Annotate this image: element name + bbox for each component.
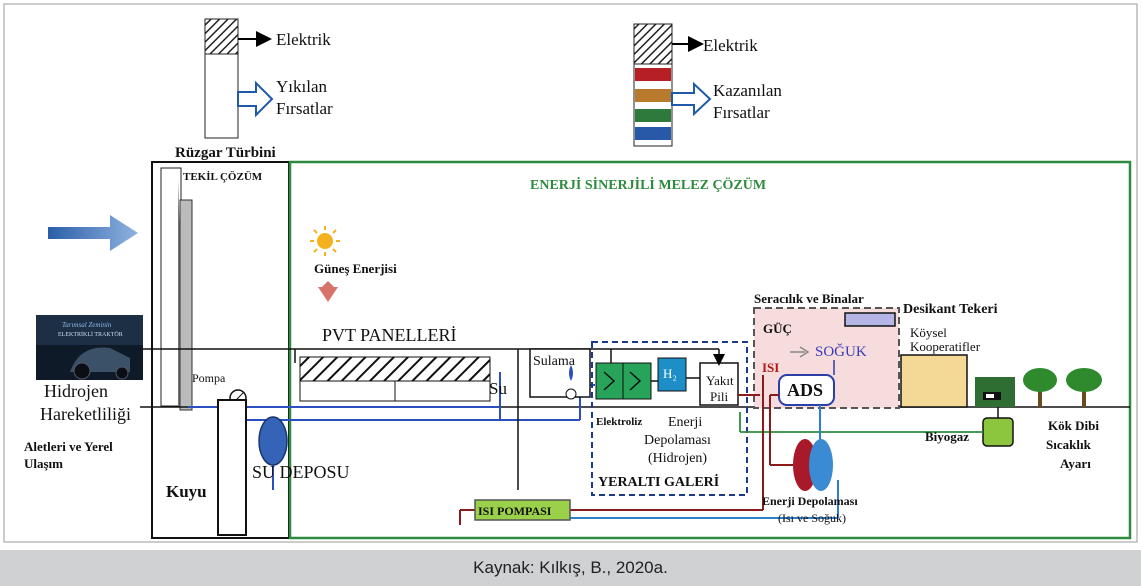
solar-label: Güneş Enerjisi (314, 261, 397, 276)
trees-icon (1023, 368, 1102, 407)
single-solution-title: TEKİL ÇÖZÜM (183, 170, 263, 183)
mobility-line2: Hareketliliği (40, 404, 131, 424)
desiccant-label: Desikant Tekeri (903, 302, 998, 317)
solar-down-arrow-icon (318, 281, 338, 302)
wind-turbine-label: Rüzgar Türbini (175, 145, 276, 161)
hybrid-legend (634, 24, 710, 146)
well-label: Kuyu (166, 482, 207, 501)
root-line3: Ayarı (1060, 456, 1091, 471)
livestock-photo (975, 377, 1015, 407)
cold-label: SOĞUK (815, 343, 867, 360)
ads-label: ADS (787, 380, 823, 400)
single-electric-label: Elektrik (276, 30, 331, 49)
pump-label: Pompa (192, 371, 226, 385)
single-legend (205, 19, 272, 138)
hollow-arrow-icon (672, 84, 710, 114)
pvt-panels (300, 357, 490, 381)
legend-color-bar (635, 68, 671, 81)
biogas-tank (983, 418, 1013, 446)
h-storage-line2: Depolaması (644, 433, 711, 448)
cooperatives-box (901, 355, 967, 407)
irrigation-label: Sulama (533, 354, 576, 369)
water-label: Su (489, 379, 507, 398)
hybrid-electric-label: Elektrik (703, 36, 758, 55)
power-label: GÜÇ (763, 321, 792, 336)
energy-synergy-diagram: Elektrik Yıkılan Fırsatlar Rüzgar Türbin… (0, 0, 1141, 550)
fuel-cell-line1: Yakıt (706, 373, 734, 388)
root-line2: Sıcaklık (1046, 437, 1092, 452)
greenhouse-label: Seracılık ve Binalar (754, 291, 864, 306)
heat-pump-label: ISI POMPASI (478, 504, 552, 518)
wind-arrow-icon (48, 215, 138, 251)
h-storage-line1: Enerji (668, 415, 702, 430)
source-caption: Kaynak: Kılkış, B., 2020a. (0, 550, 1141, 586)
hybrid-solution-title: ENERJİ SİNERJİLİ MELEZ ÇÖZÜM (530, 176, 766, 193)
hc-storage-line2: (Isı ve Soğuk) (778, 511, 846, 525)
lost-opps-line1: Yıkılan (276, 77, 327, 96)
sun-icon (310, 226, 340, 256)
tools-line2: Ulaşım (24, 456, 63, 471)
tractor-text-2: ELEKTRİKLİ TRAKTÖR (58, 331, 123, 338)
legend-color-bar (635, 127, 671, 140)
electrolysis-label: Elektroliz (596, 416, 642, 428)
mobility-line1: Hidrojen (44, 381, 108, 401)
heat-label: ISI (762, 360, 779, 375)
pvt-label: PVT PANELLERİ (322, 325, 457, 345)
hollow-arrow-icon (238, 83, 272, 115)
legend-color-bar (635, 109, 671, 122)
water-tank-label: SU DEPOSU (252, 462, 350, 482)
fuel-cell-line2: Pili (710, 389, 728, 404)
root-line1: Kök Dibi (1048, 418, 1099, 433)
h-storage-line3: (Hidrojen) (648, 451, 707, 466)
well (218, 400, 246, 535)
lost-opps-line2: Fırsatlar (276, 99, 333, 118)
legend-color-bar (635, 89, 671, 102)
gained-opps-line2: Fırsatlar (713, 103, 770, 122)
tractor-text-1: Tarımsal Zeminin (62, 321, 112, 329)
coop-line2: Kooperatifler (910, 339, 981, 354)
underground-label: YERALTI GALERİ (598, 473, 719, 490)
water-tank-icon (259, 417, 287, 465)
thermal-storage-icon (793, 439, 833, 491)
tools-line1: Aletleri ve Yerel (24, 439, 113, 454)
biogas-label: Biyogaz (925, 429, 969, 444)
desiccant-wheel (845, 313, 895, 326)
coop-line1: Köysel (910, 325, 947, 340)
h2-label: H₂ (663, 366, 677, 381)
gained-opps-line1: Kazanılan (713, 81, 782, 100)
hc-storage-line1: Enerji Depolaması (762, 494, 858, 508)
